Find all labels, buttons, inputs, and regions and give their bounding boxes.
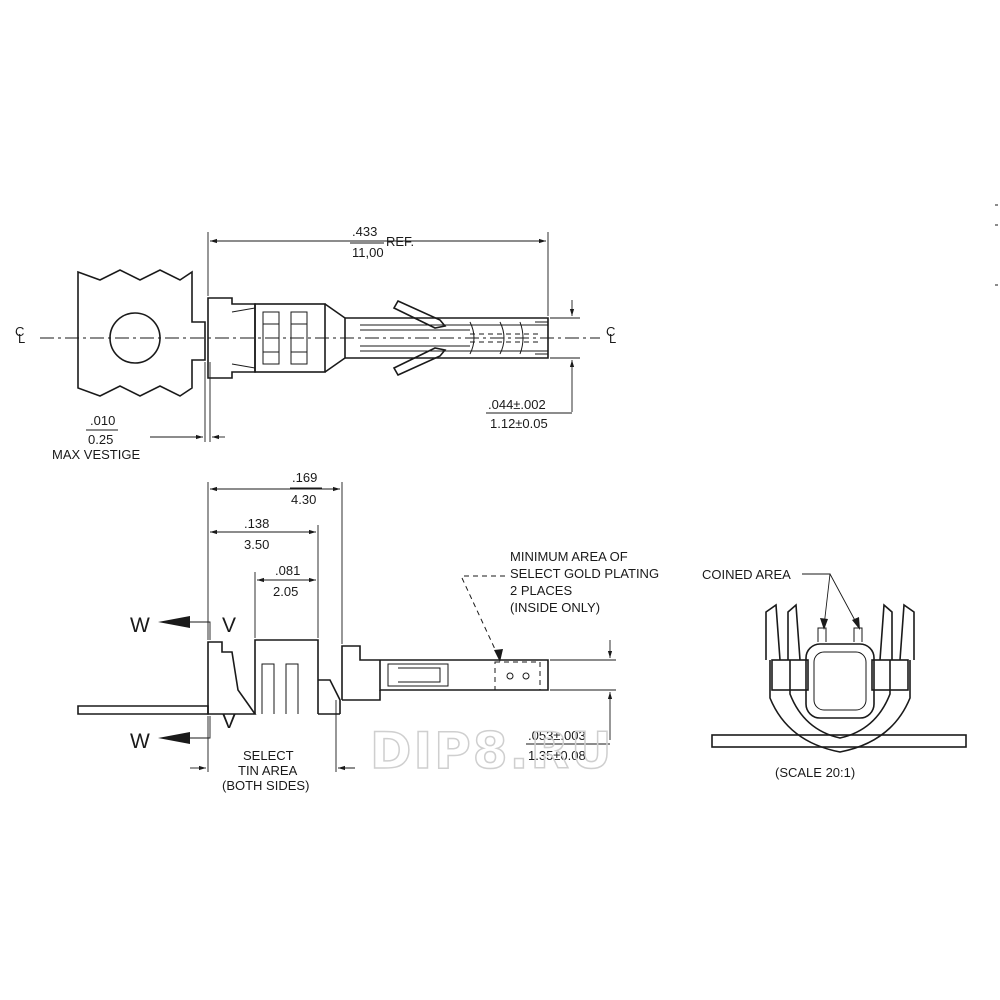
centerline-label-right: C <box>606 324 615 339</box>
section-v-top: V <box>222 614 236 637</box>
section-w-bottom: W <box>130 730 150 753</box>
svg-text:11,00: 11,00 <box>352 245 384 260</box>
carrier-tab <box>77 705 209 715</box>
svg-text:.044±.002: .044±.002 <box>488 397 546 412</box>
svg-text:TIN AREA: TIN AREA <box>238 763 298 778</box>
side-view: .169 4.30 .138 3.50 .081 2.05 W V W <box>77 470 659 793</box>
dim-pin-diameter: .044±.002 1.12±0.05 <box>486 300 580 431</box>
svg-text:3.50: 3.50 <box>244 537 269 552</box>
svg-text:.433: .433 <box>352 224 377 239</box>
terminal-body-side <box>207 641 257 715</box>
svg-text:SELECT GOLD PLATING: SELECT GOLD PLATING <box>510 566 659 581</box>
svg-text:MINIMUM AREA OF: MINIMUM AREA OF <box>510 549 628 564</box>
scale-label: (SCALE 20:1) <box>775 765 855 780</box>
section-markers: W V W V <box>130 614 236 753</box>
dim-overall-length: .433 11,00 REF. <box>207 224 549 316</box>
dim-138: .138 3.50 <box>210 516 319 638</box>
svg-text:SELECT: SELECT <box>243 748 294 763</box>
dim-169: .169 4.30 <box>207 470 343 644</box>
dim-thickness: .053±.003 1.35±0.08 <box>526 640 616 763</box>
svg-text:(INSIDE ONLY): (INSIDE ONLY) <box>510 600 600 615</box>
svg-text:L: L <box>18 331 25 346</box>
carrier-strip <box>77 269 206 397</box>
gold-plating-note: MINIMUM AREA OF SELECT GOLD PLATING 2 PL… <box>461 549 659 662</box>
svg-text:.169: .169 <box>292 470 317 485</box>
centerline-label-left: C <box>15 324 24 339</box>
coined-area-label: COINED AREA <box>702 567 791 582</box>
svg-text:.053±.003: .053±.003 <box>528 728 586 743</box>
section-w-top: W <box>130 614 150 637</box>
svg-text:.010: .010 <box>90 413 115 428</box>
section-v-bottom: V <box>222 710 236 733</box>
watermark: DIP8.RU <box>370 722 614 780</box>
svg-text:1.12±0.05: 1.12±0.05 <box>490 416 548 431</box>
section-view: COINED AREA (SCALE 20:1) <box>702 567 967 780</box>
svg-text:.081: .081 <box>275 563 300 578</box>
dim-081: .081 2.05 <box>254 563 316 638</box>
svg-text:2 PLACES: 2 PLACES <box>510 583 572 598</box>
svg-text:0.25: 0.25 <box>88 432 113 447</box>
base-plate <box>711 734 967 748</box>
tin-area: SELECT TIN AREA (BOTH SIDES) <box>190 700 355 793</box>
svg-text:1.35±0.08: 1.35±0.08 <box>528 748 586 763</box>
top-view: C L C L .433 11,00 REF. .010 0.25 MAX VE… <box>15 224 616 462</box>
svg-text:4.30: 4.30 <box>291 492 316 507</box>
svg-text:L: L <box>609 331 616 346</box>
svg-text:REF.: REF. <box>386 234 414 249</box>
svg-text:(BOTH SIDES): (BOTH SIDES) <box>222 778 309 793</box>
svg-text:MAX VESTIGE: MAX VESTIGE <box>52 447 140 462</box>
svg-text:2.05: 2.05 <box>273 584 298 599</box>
dim-vestige: .010 0.25 MAX VESTIGE <box>52 362 225 462</box>
svg-text:.138: .138 <box>244 516 269 531</box>
